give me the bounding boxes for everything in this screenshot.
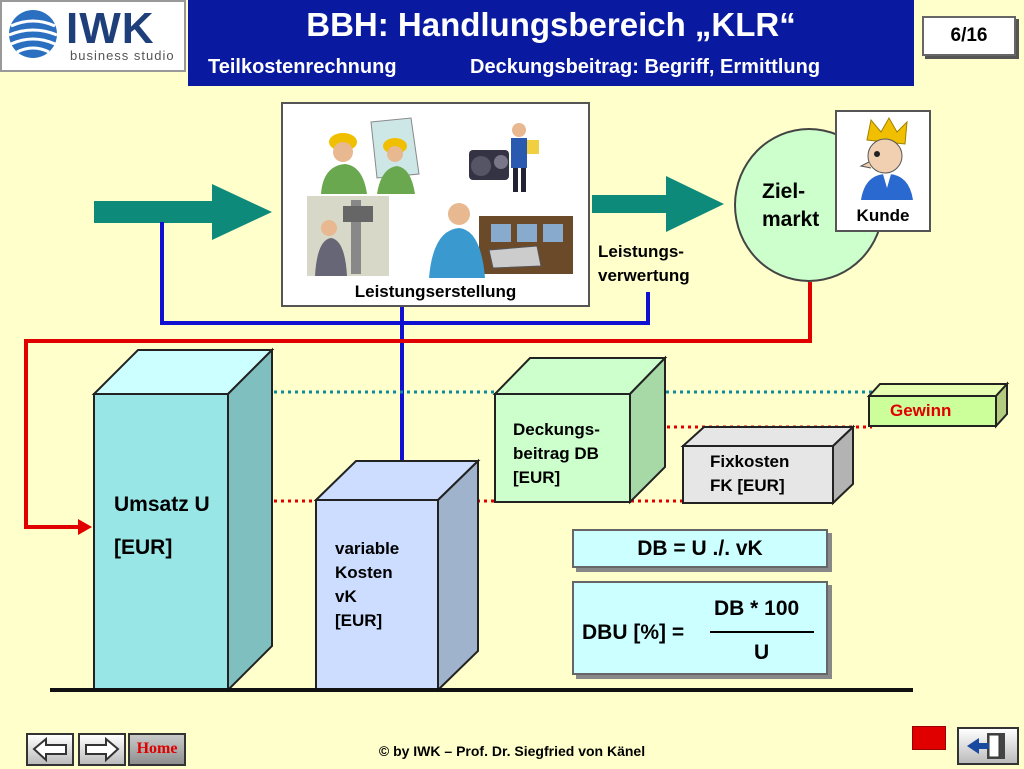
profit-label: Gewinn <box>890 401 952 420</box>
drill-worker-clipart <box>307 196 389 276</box>
revenue-label: Umsatz U <box>114 493 210 516</box>
back-button[interactable] <box>26 733 74 766</box>
exit-button[interactable] <box>957 727 1019 765</box>
usage-label: Leistungs- verwertung <box>598 240 690 288</box>
home-button-label: Home <box>136 740 178 757</box>
home-button[interactable]: Home <box>128 733 186 766</box>
dbu-formula-left: DBU [%] = <box>582 621 685 644</box>
blue-loop-line <box>160 222 650 325</box>
fixed-costs-block <box>680 424 856 506</box>
engineers-clipart <box>321 117 420 194</box>
arrow-out <box>592 176 724 232</box>
contribution-line3: [EUR] <box>513 468 561 487</box>
usage-label-line2: verwertung <box>598 266 690 285</box>
usage-label-line1: Leistungs- <box>598 242 684 261</box>
production-label: Leistungserstellung <box>354 282 517 301</box>
profit-block <box>866 381 1010 429</box>
dbu-numerator: DB * 100 <box>714 597 800 620</box>
arrow-in <box>94 184 272 240</box>
fraction-bar <box>710 631 814 633</box>
page-counter: 6/16 <box>922 16 1016 56</box>
target-market-line1: Ziel- <box>762 180 806 203</box>
fixed-costs-line1: Fixkosten <box>710 452 790 471</box>
red-arrowhead <box>78 519 92 535</box>
dbu-denominator: U <box>754 641 770 664</box>
logo-subtext: business studio <box>70 48 175 63</box>
logo-text: IWK <box>66 4 155 53</box>
variable-costs-line2: Kosten <box>335 563 393 582</box>
variable-costs-label: variable Kosten vK [EUR] <box>335 537 399 633</box>
logo: IWK business studio <box>0 0 186 72</box>
page-title: BBH: Handlungsbereich „KLR“ <box>306 6 796 43</box>
dbu-formula-box: DBU [%] = DB * 100 U <box>572 581 828 675</box>
revenue-block <box>91 347 275 693</box>
subtitle-right: Deckungsbeitrag: Begriff, Ermittlung <box>470 56 821 78</box>
customer-box: Kunde <box>835 110 931 232</box>
revenue-unit: [EUR] <box>114 536 173 559</box>
fixed-costs-line2: FK [EUR] <box>710 476 785 495</box>
copyright: © by IWK – Prof. Dr. Siegfried von Känel <box>378 743 646 759</box>
contribution-label: Deckungs- beitrag DB [EUR] <box>513 418 600 490</box>
customer-king-clipart <box>859 116 913 200</box>
db-formula-box: DB = U ./. vK <box>572 529 828 568</box>
variable-costs-line4: [EUR] <box>335 611 383 630</box>
back-arrow-icon <box>32 736 67 763</box>
red-marker <box>912 726 946 750</box>
contribution-line1: Deckungs- <box>513 420 600 439</box>
contribution-block <box>492 355 668 505</box>
variable-costs-block <box>313 458 481 693</box>
operator-clipart <box>429 203 573 278</box>
variable-costs-line1: variable <box>335 539 400 558</box>
target-market-label: Ziel- markt <box>762 178 819 234</box>
production-pictures: Leistungserstellung <box>281 102 590 307</box>
machine-worker-clipart <box>469 123 539 192</box>
exit-door-icon <box>967 733 1005 759</box>
forward-arrow-icon <box>85 736 120 763</box>
customer-label: Kunde <box>856 206 910 225</box>
contribution-line2: beitrag DB <box>513 444 599 463</box>
subtitle-left: Teilkostenrechnung <box>208 56 397 78</box>
target-market-line2: markt <box>762 208 820 231</box>
forward-button[interactable] <box>78 733 126 766</box>
fixed-costs-label: Fixkosten FK [EUR] <box>710 450 789 498</box>
globe-icon <box>8 10 58 58</box>
red-loop-line <box>24 282 812 529</box>
header: IWK business studio BBH: Handlungsbereic… <box>0 0 1024 86</box>
title-bar: BBH: Handlungsbereich „KLR“ Teilkostenre… <box>188 0 914 86</box>
variable-costs-line3: vK <box>335 587 357 606</box>
